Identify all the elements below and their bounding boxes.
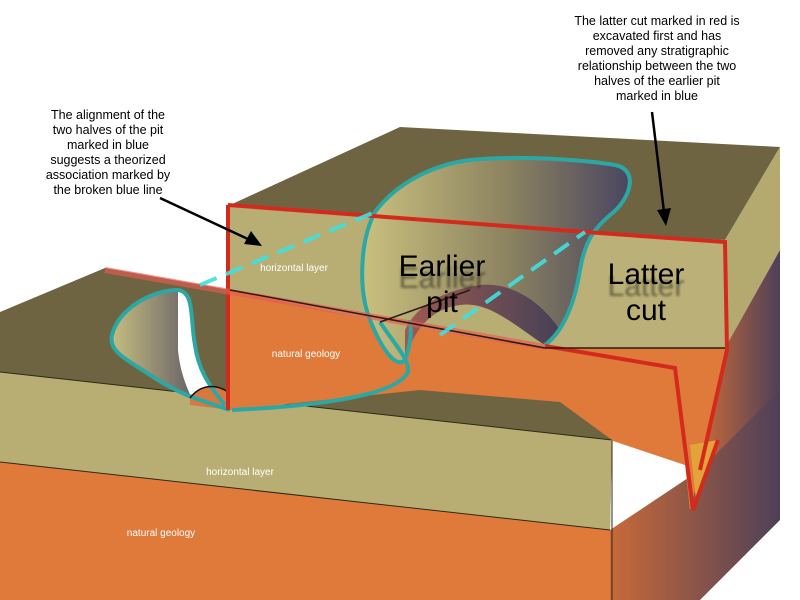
- left-annotation-line: marked in blue: [67, 138, 149, 152]
- black-pit-lip: [379, 289, 471, 323]
- front-layer-boundary: [0, 461, 611, 531]
- front-face-layer: [0, 372, 612, 530]
- small-pit-base-line: [189, 385, 229, 399]
- right-arrow: [650, 111, 671, 226]
- right-annotation-line: excavated first and has: [592, 29, 722, 43]
- left-annotation: The alignment of the two halves of the p…: [28, 108, 188, 198]
- latter-cut-fill: [545, 232, 725, 510]
- left-annotation-line: two halves of the pit: [52, 123, 164, 137]
- left-annotation-line: suggests a theorized: [50, 153, 166, 167]
- latter-cut-slot-geology: [545, 348, 725, 510]
- earlier-pit-outline-lower: [360, 211, 413, 365]
- latter-cut-line1: Latter: [608, 258, 685, 291]
- horizontal-layer-label-upper: horizontal layer: [260, 263, 328, 274]
- small-pit-base: [190, 386, 230, 410]
- earlier-pit-inner-shade: [405, 284, 560, 360]
- latter-cut-shadow-1: Latter: [608, 270, 685, 303]
- natural-geology-label-lower: natural geology: [127, 528, 195, 539]
- earlier-pit-line2: pit: [426, 286, 458, 319]
- small-pit-outline-right: [177, 288, 227, 407]
- association-dashed-line-left: [199, 210, 376, 287]
- latter-cut-line2: cut: [626, 294, 667, 327]
- section-face-geology: [230, 290, 725, 470]
- left-annotation-line: The alignment of the: [51, 108, 165, 122]
- right-annotation: The latter cut marked in red is excavate…: [548, 14, 766, 104]
- right-annotation-line: halves of the earlier pit: [594, 74, 720, 88]
- front-face-geology: [0, 462, 610, 600]
- earlier-pit-shadow-1: Earlier: [399, 262, 486, 295]
- earlier-pit-outline: [373, 155, 632, 347]
- latter-cut-outline-top: [227, 203, 730, 471]
- right-face-geology-lower: [610, 390, 780, 600]
- natural-geology-label-upper: natural geology: [272, 349, 340, 360]
- latter-cut-label: Latter Latter cut: [608, 258, 685, 327]
- left-annotation-line: the broken blue line: [53, 183, 163, 197]
- right-annotation-line: relationship between the two: [577, 59, 737, 73]
- earlier-pit-label: Earlier Earlier pit: [399, 250, 486, 319]
- left-annotation-line: association marked by: [45, 168, 171, 182]
- latter-cut-outline-bottom: [544, 344, 720, 511]
- right-annotation-line: The latter cut marked in red is: [574, 14, 740, 28]
- earlier-pit-section: [231, 320, 411, 412]
- right-annotation-line: removed any stratigraphic: [585, 44, 729, 58]
- right-annotation-line: marked in blue: [616, 89, 698, 103]
- right-face-layer: [725, 147, 780, 348]
- horizontal-layer-label-lower: horizontal layer: [206, 467, 274, 478]
- earlier-pit-line1: Earlier: [399, 250, 486, 283]
- small-pit-wall: [178, 290, 225, 405]
- left-arrow: [159, 196, 262, 246]
- association-dashed-line-right: [438, 230, 587, 337]
